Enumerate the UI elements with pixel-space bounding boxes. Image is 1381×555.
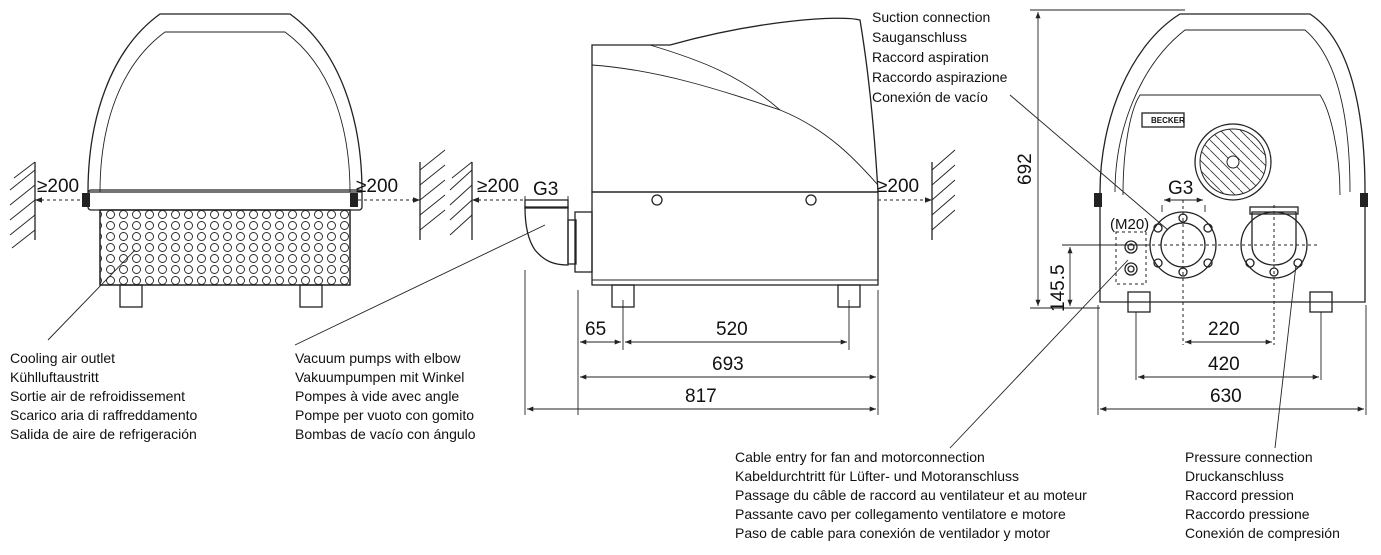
callout-line: Passage du câble de raccord au ventilate… [735, 487, 1087, 503]
clearance-label-side-right: ≥200 [877, 176, 919, 197]
leader-vacuum [294, 224, 546, 346]
callout-line: Pompe per vuoto con gomito [295, 407, 474, 423]
dim-145-5: 145.5 [1048, 264, 1069, 312]
dim-693: 693 [712, 354, 744, 375]
callout-suction: Suction connection Sauganschluss Raccord… [872, 9, 1008, 105]
callout-line: Cooling air outlet [10, 350, 115, 366]
callout-line: Paso de cable para conexión de ventilado… [735, 525, 1051, 541]
front-view [1030, 9, 1368, 415]
m20-label: (M20) [1110, 216, 1149, 233]
dim-817: 817 [685, 386, 717, 407]
clearance-label-side-left: ≥200 [477, 176, 519, 197]
rear-view [9, 13, 446, 308]
callout-cable: Cable entry for fan and motorconnection … [735, 449, 1087, 541]
callout-line: Passante cavo per collegamento ventilato… [735, 506, 1066, 522]
fan-grille [1194, 123, 1272, 201]
callout-line: Raccord aspiration [872, 49, 989, 65]
wall-left [9, 161, 36, 249]
leader-cable [949, 259, 1129, 449]
callout-line: Vakuumpumpen mit Winkel [295, 369, 464, 385]
callout-line: Kühlluftaustritt [10, 369, 99, 385]
brand-logo: BECKER [1151, 116, 1185, 125]
callout-line: Sortie air de refroidissement [10, 388, 185, 404]
callout-vacuum: Vacuum pumps with elbow Vakuumpumpen mit… [295, 350, 476, 442]
callout-line: Vacuum pumps with elbow [295, 350, 461, 366]
clearance-label-rear-right: ≥200 [356, 176, 398, 197]
callout-pressure: Pressure connection Druckanschluss Racco… [1185, 449, 1340, 541]
callout-line: Cable entry for fan and motorconnection [735, 449, 985, 465]
dim-220: 220 [1208, 319, 1240, 340]
callout-cooling: Cooling air outlet Kühlluftaustritt Sort… [10, 350, 197, 442]
callout-line: Salida de aire de refrigeración [10, 426, 197, 442]
dim-420: 420 [1208, 354, 1240, 375]
callout-line: Raccord pression [1185, 487, 1294, 503]
callout-line: Conexión de vacío [872, 89, 988, 105]
callout-line: Conexión de compresión [1185, 525, 1340, 541]
callout-line: Pompes à vide avec angle [295, 388, 459, 404]
callout-line: Raccordo aspirazione [872, 69, 1008, 85]
dim-630: 630 [1210, 386, 1242, 407]
dim-520: 520 [716, 319, 748, 340]
wall-side-right [931, 149, 956, 240]
leader-suction [1009, 94, 1169, 231]
callout-line: Suction connection [872, 9, 990, 25]
dim-692: 692 [1015, 153, 1036, 185]
callout-line: Raccordo pressione [1185, 506, 1310, 522]
g3-label-front: G3 [1168, 178, 1193, 199]
leader-pressure [1274, 264, 1297, 449]
side-view [449, 17, 956, 415]
callout-line: Druckanschluss [1185, 468, 1284, 484]
callout-line: Sauganschluss [872, 29, 967, 45]
g3-label-side: G3 [533, 179, 558, 200]
callout-line: Kabeldurchtritt für Lüfter- und Motorans… [735, 468, 1019, 484]
clearance-label-rear-left: ≥200 [37, 176, 79, 197]
wall-side-left [449, 161, 473, 240]
leader-cooling [47, 249, 136, 341]
wall-right [419, 149, 446, 240]
callout-line: Pressure connection [1185, 449, 1313, 465]
callout-line: Scarico aria di raffreddamento [10, 407, 197, 423]
callout-line: Bombas de vacío con ángulo [295, 426, 476, 442]
dim-65: 65 [585, 319, 606, 340]
